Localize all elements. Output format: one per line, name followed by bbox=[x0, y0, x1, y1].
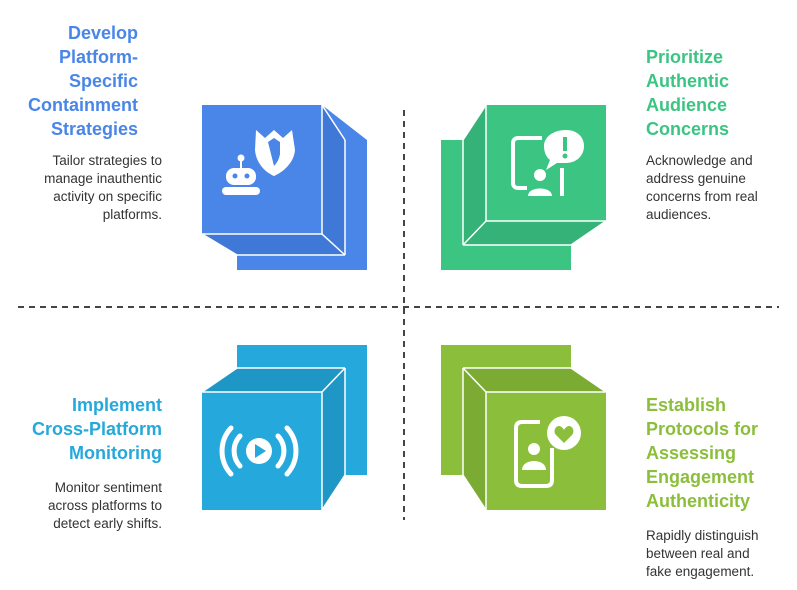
desc-line: detect early shifts. bbox=[53, 516, 162, 531]
cube-bottom-right bbox=[441, 345, 607, 511]
title-bottom-left: Implement Cross-Platform Monitoring bbox=[0, 393, 162, 465]
desc-line: between real and bbox=[646, 546, 750, 561]
broadcast-play-icon bbox=[219, 425, 299, 477]
title-line: Protocols for bbox=[646, 419, 759, 439]
title-line: Containment bbox=[28, 95, 138, 115]
desc-line: address genuine bbox=[646, 171, 746, 186]
phone-user-heart-icon bbox=[514, 416, 581, 488]
title-line: Specific bbox=[68, 71, 138, 91]
title-line: Platform- bbox=[58, 47, 138, 67]
cube-bottom-left bbox=[201, 345, 367, 511]
desc-line: Monitor sentiment bbox=[54, 480, 162, 495]
title-line: Strategies bbox=[50, 119, 138, 139]
title-top-right: Prioritize Authentic Audience Concerns bbox=[646, 45, 796, 141]
desc-top-left: Tailor strategies to manage inauthentic … bbox=[2, 152, 162, 224]
desc-line: manage inauthentic bbox=[44, 171, 162, 186]
title-line: Develop bbox=[67, 23, 138, 43]
desc-line: platforms. bbox=[102, 207, 162, 222]
desc-line: fake engagement. bbox=[646, 564, 755, 579]
title-line: Prioritize bbox=[646, 47, 724, 67]
title-line: Cross-Platform bbox=[31, 419, 162, 439]
robot-icon bbox=[222, 154, 260, 195]
title-line: Monitoring bbox=[69, 443, 162, 463]
shield-icon bbox=[255, 130, 295, 176]
title-line: Authenticity bbox=[646, 491, 751, 511]
title-line: Concerns bbox=[646, 119, 730, 139]
desc-bottom-right: Rapidly distinguish between real and fak… bbox=[646, 527, 796, 581]
title-line: Implement bbox=[71, 395, 162, 415]
desc-line: across platforms to bbox=[47, 498, 162, 513]
desc-top-right: Acknowledge and address genuine concerns… bbox=[646, 152, 796, 224]
title-line: Establish bbox=[646, 395, 727, 415]
desc-line: concerns from real bbox=[646, 189, 758, 204]
cube-top-right bbox=[441, 104, 607, 270]
title-top-left: Develop Platform- Specific Containment S… bbox=[0, 21, 138, 141]
desc-bottom-left: Monitor sentiment across platforms to de… bbox=[0, 479, 162, 533]
desc-line: activity on specific bbox=[53, 189, 162, 204]
desc-line: audiences. bbox=[646, 207, 712, 222]
title-line: Authentic bbox=[646, 71, 729, 91]
title-bottom-right: Establish Protocols for Assessing Engage… bbox=[646, 393, 796, 513]
desc-line: Rapidly distinguish bbox=[646, 528, 759, 543]
title-line: Audience bbox=[646, 95, 728, 115]
title-line: Assessing bbox=[646, 443, 737, 463]
title-line: Engagement bbox=[646, 467, 755, 487]
desc-line: Tailor strategies to bbox=[52, 153, 162, 168]
cube-top-left bbox=[201, 104, 367, 270]
phone-user-alert-icon bbox=[511, 130, 584, 196]
desc-line: Acknowledge and bbox=[646, 153, 753, 168]
